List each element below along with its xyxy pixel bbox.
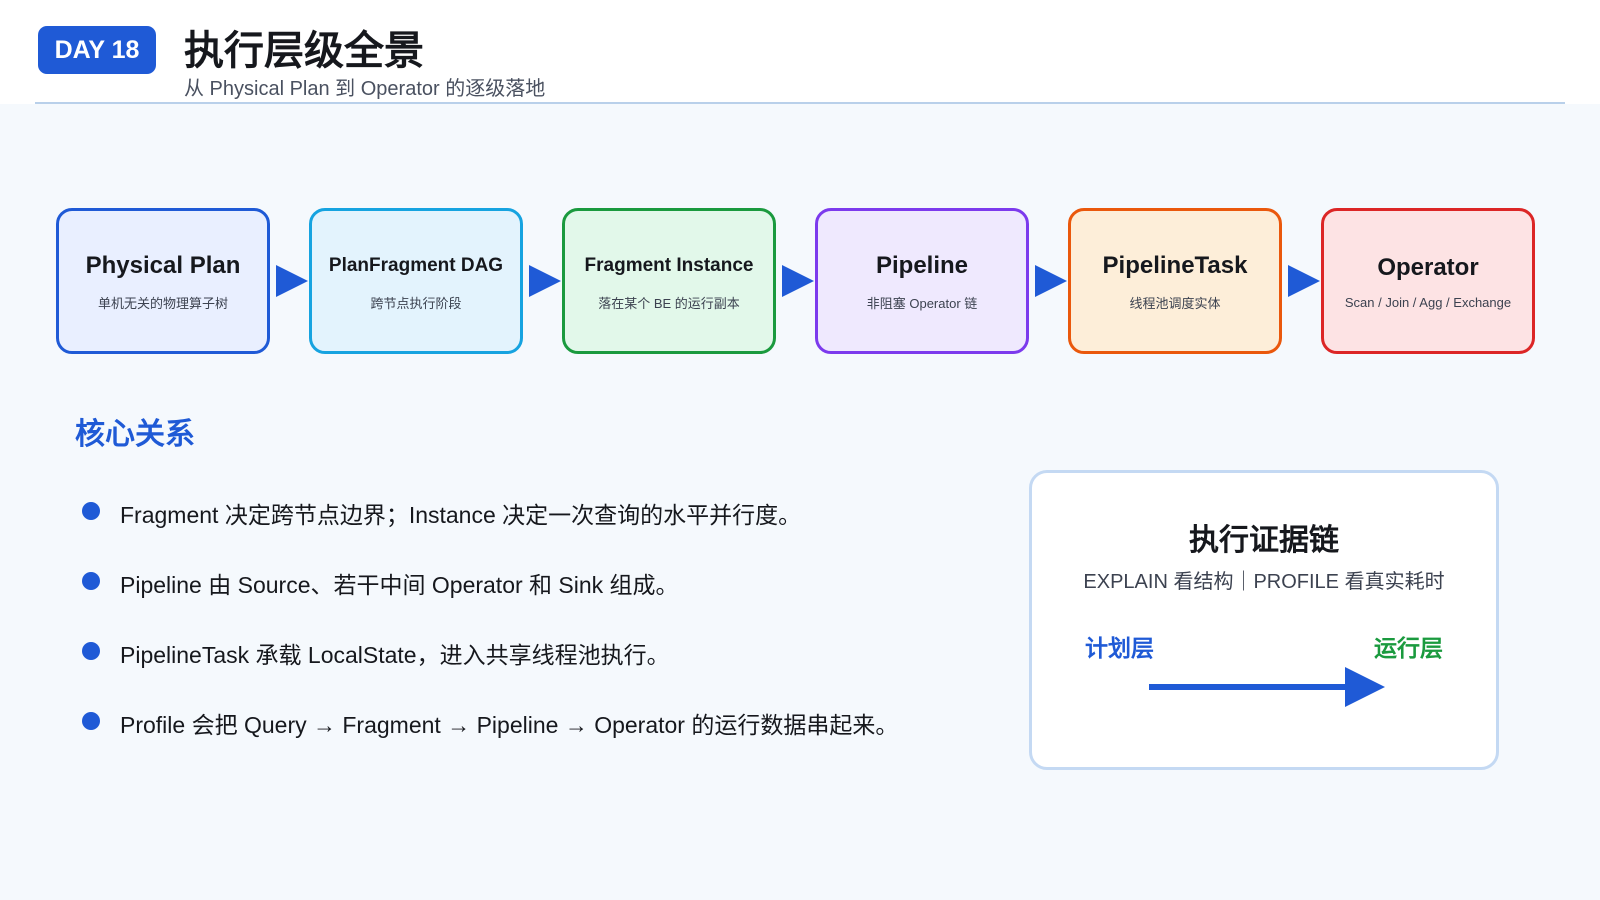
stage-pipelinetask: PipelineTask 线程池调度实体 <box>1068 208 1282 354</box>
stage-desc: 线程池调度实体 <box>1129 295 1221 311</box>
plan-layer-label: 计划层 <box>1085 635 1154 661</box>
stage-physical-plan: Physical Plan 单机无关的物理算子树 <box>56 208 270 354</box>
stage-fragment-instance: Fragment Instance 落在某个 BE 的运行副本 <box>562 208 776 354</box>
stage-desc: 跨节点执行阶段 <box>370 295 462 311</box>
stage-pipeline: Pipeline 非阻塞 Operator 链 <box>815 208 1029 354</box>
bullet-dot-icon <box>82 712 100 730</box>
header-divider <box>35 102 1565 104</box>
list-item-text: PipelineTask 承载 LocalState，进入共享线程池执行。 <box>120 642 670 668</box>
stage-title: Fragment Instance <box>584 254 754 276</box>
stage-desc: 落在某个 BE 的运行副本 <box>598 295 740 311</box>
evidence-title: 执行证据链 <box>1189 524 1339 557</box>
stage-desc: 非阻塞 Operator 链 <box>866 295 978 311</box>
stage-desc: Scan / Join / Agg / Exchange <box>1344 294 1512 310</box>
bullet-dot-icon <box>82 572 100 590</box>
stage-title: Physical Plan <box>85 251 241 279</box>
page-subtitle: 从 Physical Plan 到 Operator 的逐级落地 <box>184 78 546 100</box>
evidence-subtitle: EXPLAIN 看结构｜PROFILE 看真实耗时 <box>1083 571 1445 593</box>
stage-desc: 单机无关的物理算子树 <box>97 295 228 311</box>
right-arrow-icon <box>1149 667 1385 707</box>
section-title: 核心关系 <box>75 418 195 451</box>
execution-flow: Physical Plan 单机无关的物理算子树 PlanFragment DA… <box>0 104 1600 404</box>
header: DAY 18 执行层级全景 从 Physical Plan 到 Operator… <box>0 0 1600 104</box>
flow-arrow-icon <box>276 265 308 297</box>
bullet-dot-icon <box>82 642 100 660</box>
flow-arrow-icon <box>782 265 814 297</box>
flow-arrow-icon <box>1035 265 1067 297</box>
stage-title: Operator <box>1377 253 1479 281</box>
run-layer-label: 运行层 <box>1374 635 1443 661</box>
flow-arrow-icon <box>1288 265 1320 297</box>
day-badge: DAY 18 <box>38 26 156 74</box>
stage-planfragment-dag: PlanFragment DAG 跨节点执行阶段 <box>309 208 523 354</box>
page-title: 执行层级全景 <box>184 29 424 73</box>
stage-title: PipelineTask <box>1102 251 1248 279</box>
list-item-text: Pipeline 由 Source、若干中间 Operator 和 Sink 组… <box>120 572 679 598</box>
evidence-chain-card: 执行证据链 EXPLAIN 看结构｜PROFILE 看真实耗时 计划层 运行层 <box>1029 470 1499 770</box>
list-item-text: Fragment 决定跨节点边界；Instance 决定一次查询的水平并行度。 <box>120 502 802 528</box>
bullet-dot-icon <box>82 502 100 520</box>
flow-arrow-icon <box>529 265 561 297</box>
stage-title: Pipeline <box>875 251 969 279</box>
main-content: Physical Plan 单机无关的物理算子树 PlanFragment DA… <box>0 104 1600 900</box>
stage-title: PlanFragment DAG <box>328 254 504 276</box>
stage-operator: Operator Scan / Join / Agg / Exchange <box>1321 208 1535 354</box>
list-item-text: Profile 会把 Query → Fragment → Pipeline →… <box>120 712 899 738</box>
